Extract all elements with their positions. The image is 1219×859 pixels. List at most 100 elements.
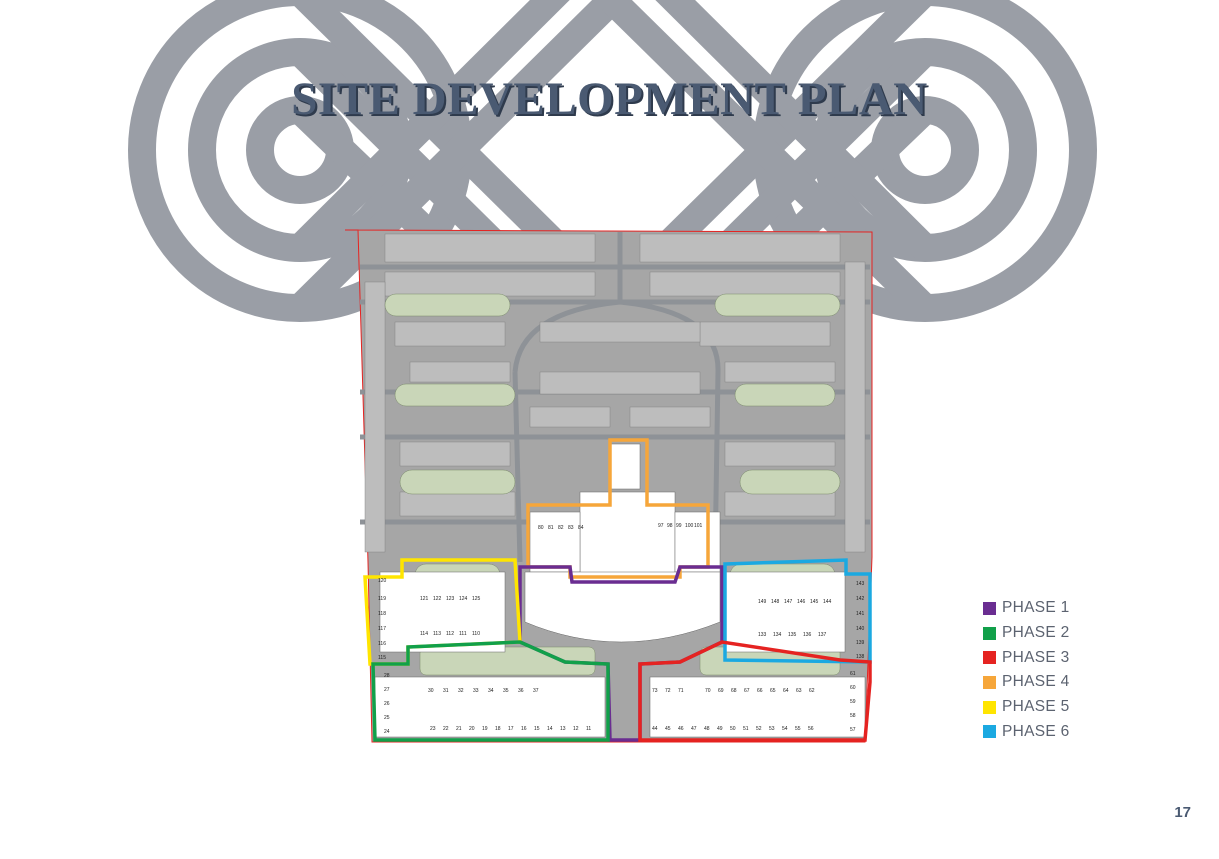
lot-label: 124 <box>459 596 468 602</box>
lot-label: 59 <box>850 699 856 705</box>
lot-label: 118 <box>378 611 386 617</box>
lot-label: 83 <box>568 525 574 531</box>
legend-label: PHASE 2 <box>1002 624 1070 642</box>
lot-label: 25 <box>384 715 390 721</box>
page-title: SITE DEVELOPMENT PLAN <box>291 73 928 125</box>
lot-label: 115 <box>378 655 386 661</box>
lot-label: 37 <box>533 688 539 694</box>
lot-label: 69 <box>718 688 724 694</box>
lot-label: 16 <box>521 726 527 732</box>
lot-label: 51 <box>743 726 749 732</box>
legend-label: PHASE 6 <box>1002 722 1070 740</box>
legend-item-phase-4: PHASE 4 <box>983 670 1070 695</box>
lot-label: 68 <box>731 688 737 694</box>
lot-label: 114 <box>420 631 428 637</box>
lot-label: 137 <box>818 632 827 638</box>
lot-number-labels: 30 31 32 33 34 35 36 37 23 22 21 20 19 1… <box>378 523 865 735</box>
lot-label: 58 <box>850 713 856 719</box>
legend-label: PHASE 1 <box>1002 599 1070 617</box>
lot-label: 54 <box>782 726 788 732</box>
lot-label: 53 <box>769 726 775 732</box>
lot-label: 21 <box>456 726 462 732</box>
lot-label: 82 <box>558 525 564 531</box>
lot-label: 15 <box>534 726 540 732</box>
lot-label: 13 <box>560 726 566 732</box>
lot-label: 120 <box>378 578 387 584</box>
lot-label: 80 <box>538 525 544 531</box>
legend-item-phase-3: PHASE 3 <box>983 645 1070 670</box>
lot-label: 64 <box>783 688 789 694</box>
legend-swatch <box>983 626 996 640</box>
lot-label: 101 <box>694 523 703 529</box>
lot-label: 67 <box>744 688 750 694</box>
lot-label: 146 <box>797 599 806 605</box>
lot-label: 24 <box>384 729 390 735</box>
lot-label: 70 <box>705 688 711 694</box>
lot-label: 133 <box>758 632 767 638</box>
lot-label: 60 <box>850 685 856 691</box>
lot-label: 49 <box>717 726 723 732</box>
lot-label: 56 <box>808 726 814 732</box>
lot-label: 19 <box>482 726 488 732</box>
lot-label: 28 <box>384 673 390 679</box>
lot-label: 121 <box>420 596 429 602</box>
lot-label: 47 <box>691 726 697 732</box>
lot-label: 12 <box>573 726 579 732</box>
legend-item-phase-2: PHASE 2 <box>983 621 1070 646</box>
lot-label: 48 <box>704 726 710 732</box>
lot-label: 99 <box>676 523 682 529</box>
lot-label: 62 <box>809 688 815 694</box>
lot-label: 30 <box>428 688 434 694</box>
lot-label: 134 <box>773 632 782 638</box>
lot-label: 125 <box>472 596 481 602</box>
lot-label: 116 <box>378 641 386 647</box>
lot-label: 148 <box>771 599 780 605</box>
legend-item-phase-5: PHASE 5 <box>983 695 1070 720</box>
lot-grid <box>364 233 866 553</box>
legend-swatch <box>983 675 996 689</box>
lot-label: 71 <box>678 688 684 694</box>
lot-label: 65 <box>770 688 776 694</box>
lot-label: 61 <box>850 671 856 677</box>
lot-label: 44 <box>652 726 658 732</box>
lot-label: 113 <box>433 631 441 637</box>
legend-swatch <box>983 725 996 739</box>
lot-label: 55 <box>795 726 801 732</box>
legend-label: PHASE 3 <box>1002 648 1070 666</box>
lot-label: 144 <box>823 599 832 605</box>
lot-label: 46 <box>678 726 684 732</box>
lot-label: 73 <box>652 688 658 694</box>
lot-label: 18 <box>495 726 501 732</box>
lot-label: 34 <box>488 688 494 694</box>
lot-label: 147 <box>784 599 793 605</box>
lot-label: 36 <box>518 688 524 694</box>
lot-label: 139 <box>856 640 865 646</box>
legend-swatch <box>983 700 996 714</box>
legend-label: PHASE 5 <box>1002 698 1070 716</box>
lot-label: 98 <box>667 523 673 529</box>
lot-label: 145 <box>810 599 819 605</box>
lot-label: 22 <box>443 726 449 732</box>
lot-label: 23 <box>430 726 436 732</box>
phase-3-boundary <box>638 640 872 742</box>
lot-label: 35 <box>503 688 509 694</box>
lot-label: 138 <box>856 654 865 660</box>
lot-label: 72 <box>665 688 671 694</box>
phase-4-boundary <box>526 438 710 579</box>
lot-label: 117 <box>378 626 386 632</box>
lot-label: 84 <box>578 525 584 531</box>
legend-swatch <box>983 601 996 615</box>
lot-label: 45 <box>665 726 671 732</box>
legend-swatch <box>983 651 996 665</box>
lot-label: 119 <box>378 596 386 602</box>
lot-label: 122 <box>433 596 442 602</box>
phase-legend: PHASE 1 PHASE 2 PHASE 3 PHASE 4 PHASE 5 … <box>983 596 1070 744</box>
legend-label: PHASE 4 <box>1002 673 1070 691</box>
phase-2-boundary <box>371 640 610 742</box>
lot-label: 66 <box>757 688 763 694</box>
lot-label: 11 <box>586 726 591 732</box>
lot-label: 14 <box>547 726 553 732</box>
lot-label: 20 <box>469 726 475 732</box>
lot-label: 140 <box>856 626 865 632</box>
lot-label: 111 <box>459 631 467 637</box>
